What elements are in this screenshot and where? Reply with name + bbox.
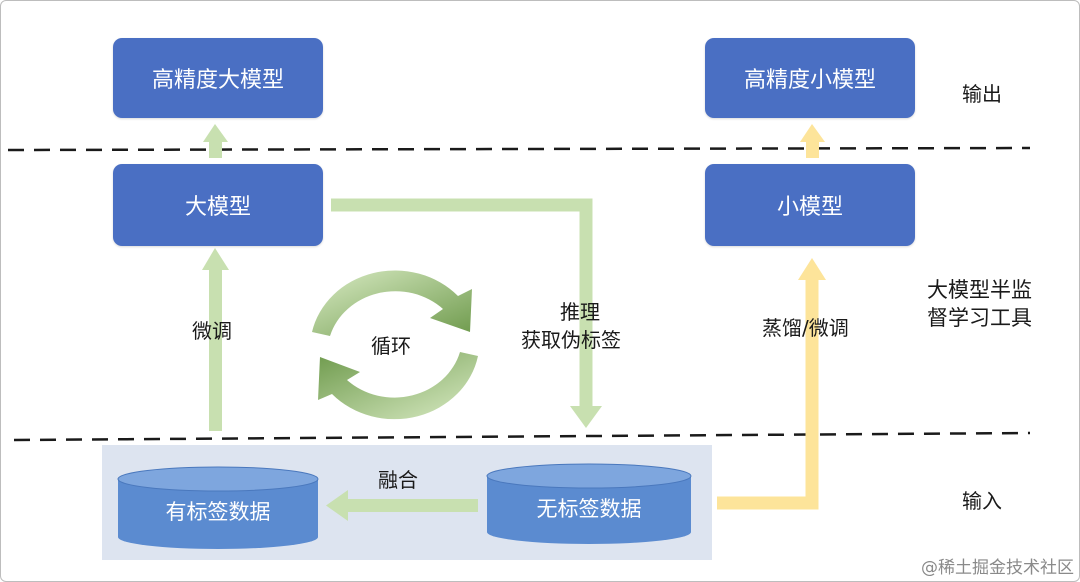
fusion-arrow [326, 490, 478, 521]
small-model-box: 小模型 [705, 164, 915, 246]
inference-label-line2: 获取伪标签 [521, 328, 621, 352]
labeled-data-cylinder [117, 466, 319, 549]
cycle-label: 循环 [371, 334, 411, 358]
distill-arrow [717, 258, 826, 510]
distill-label: 蒸馏/微调 [762, 316, 849, 340]
large-to-hp-arrow [203, 124, 228, 158]
labeled-data-label: 有标签数据 [165, 500, 271, 524]
output-label: 输出 [962, 82, 1002, 106]
high-precision-large-model-label: 高精度大模型 [151, 68, 284, 93]
finetune-label: 微调 [192, 319, 232, 343]
small-to-hp-arrow [800, 124, 825, 158]
tool-title-line1: 大模型半监 [927, 278, 1032, 302]
fusion-label: 融合 [378, 468, 418, 492]
tool-title-line2: 督学习工具 [927, 306, 1032, 330]
input-label: 输入 [962, 489, 1002, 513]
input-separator [13, 431, 1031, 442]
output-separator [7, 146, 1031, 152]
watermark: @稀土掘金技术社区 [921, 558, 1074, 578]
large-model-box: 大模型 [113, 164, 323, 246]
inference-arrow [331, 198, 602, 428]
cycle-icon [312, 270, 478, 420]
finetune-arrow [202, 248, 229, 431]
inference-label-line1: 推理 [560, 300, 600, 324]
large-model-label: 大模型 [184, 195, 251, 220]
high-precision-small-model-label: 高精度小模型 [743, 68, 876, 93]
unlabeled-data-cylinder [486, 463, 692, 544]
high-precision-small-model-box: 高精度小模型 [705, 38, 915, 118]
unlabeled-data-label: 无标签数据 [536, 497, 642, 521]
small-model-label: 小模型 [776, 195, 843, 220]
high-precision-large-model-box: 高精度大模型 [113, 38, 323, 118]
